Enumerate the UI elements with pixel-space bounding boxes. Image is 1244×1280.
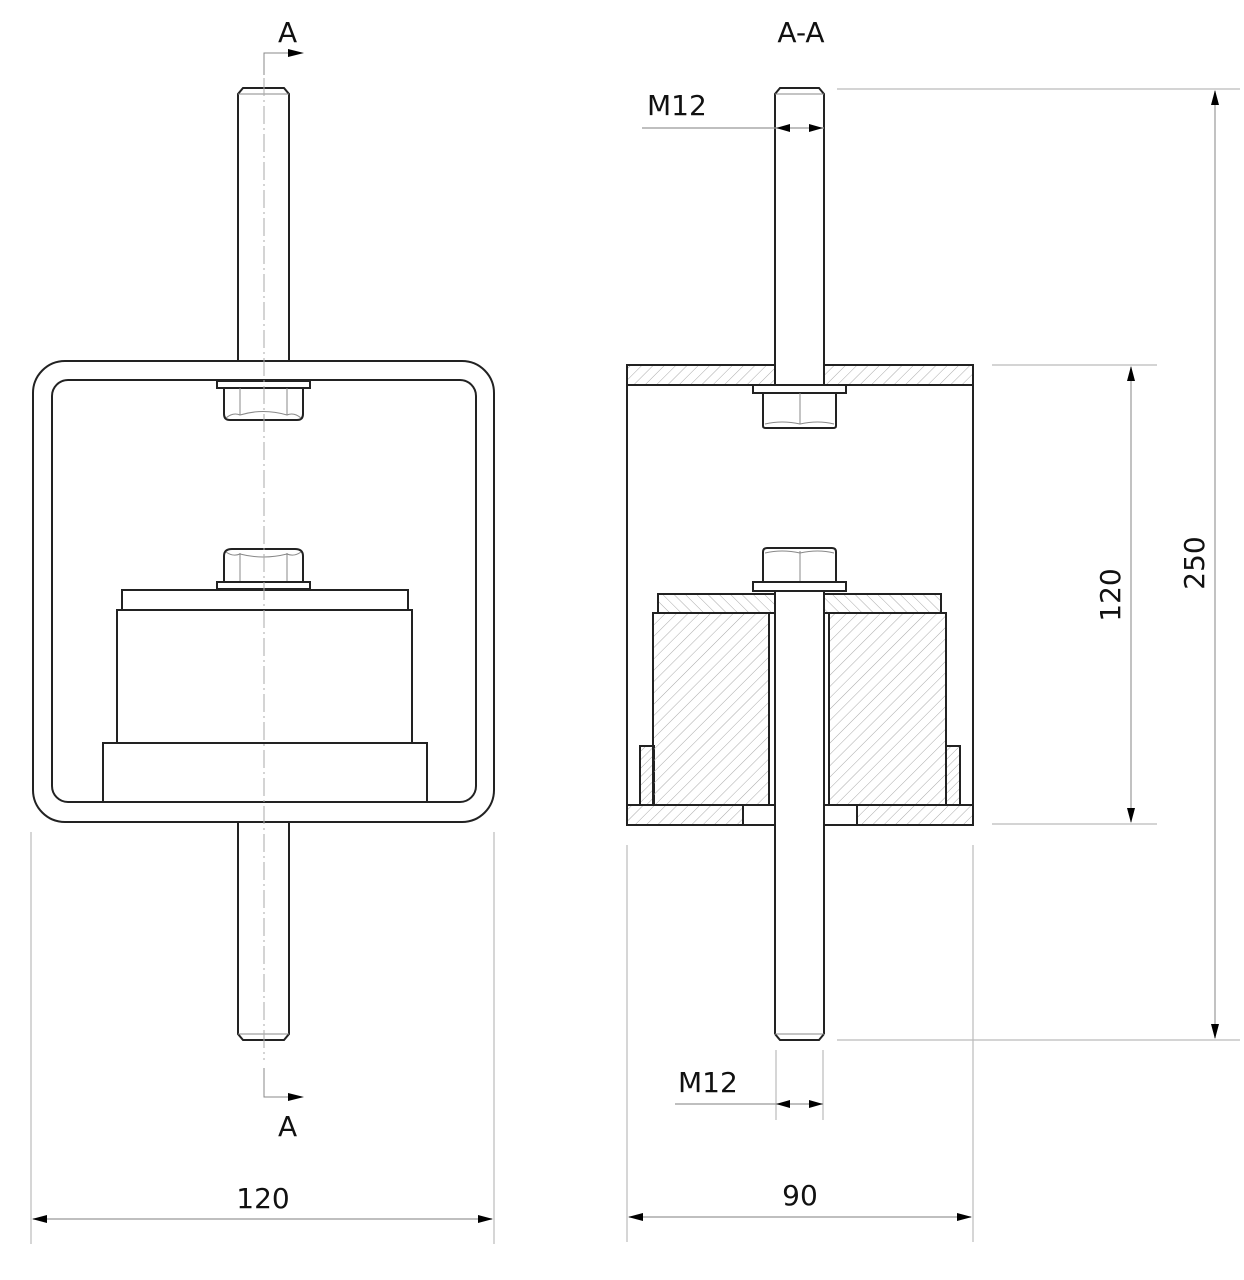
section-view-title: A-A xyxy=(777,16,824,49)
dimension-housing-height: 120 xyxy=(992,364,1157,825)
dimension-overall-height: 250 xyxy=(837,88,1240,1041)
top-plate-section xyxy=(626,364,974,386)
section-line-top xyxy=(263,52,290,75)
dimension-front-width-label: 120 xyxy=(236,1182,289,1215)
damper-body xyxy=(102,589,428,803)
center-nut-section xyxy=(752,547,847,592)
dimension-front-width: 120 xyxy=(30,832,495,1244)
damper-plate-section xyxy=(657,593,942,614)
dimension-section-width: 90 xyxy=(626,845,974,1242)
front-view: A xyxy=(30,16,495,1244)
dimension-overall-height-label: 250 xyxy=(1178,536,1211,589)
section-arrow-top-icon xyxy=(288,49,304,57)
thread-callout-top: M12 xyxy=(642,89,824,132)
thread-callout-bottom: M12 xyxy=(675,1050,824,1120)
bracket-right-section xyxy=(945,745,961,806)
thread-callout-bottom-label: M12 xyxy=(678,1066,738,1099)
section-arrow-bottom-icon xyxy=(288,1093,304,1101)
dimension-housing-height-label: 120 xyxy=(1094,568,1127,621)
section-marker-top-label: A xyxy=(278,16,297,49)
thread-callout-top-label: M12 xyxy=(647,89,707,122)
section-line-bottom xyxy=(263,1068,290,1098)
section-view: A-A xyxy=(626,16,1240,1242)
damper-block-section xyxy=(652,612,947,806)
threaded-rod-section xyxy=(774,87,825,1041)
section-marker-bottom-label: A xyxy=(278,1110,297,1143)
dimension-section-width-label: 90 xyxy=(782,1179,818,1212)
bracket-left-section xyxy=(639,745,655,806)
bottom-plate-section xyxy=(626,804,974,826)
top-nut-section xyxy=(752,384,847,429)
